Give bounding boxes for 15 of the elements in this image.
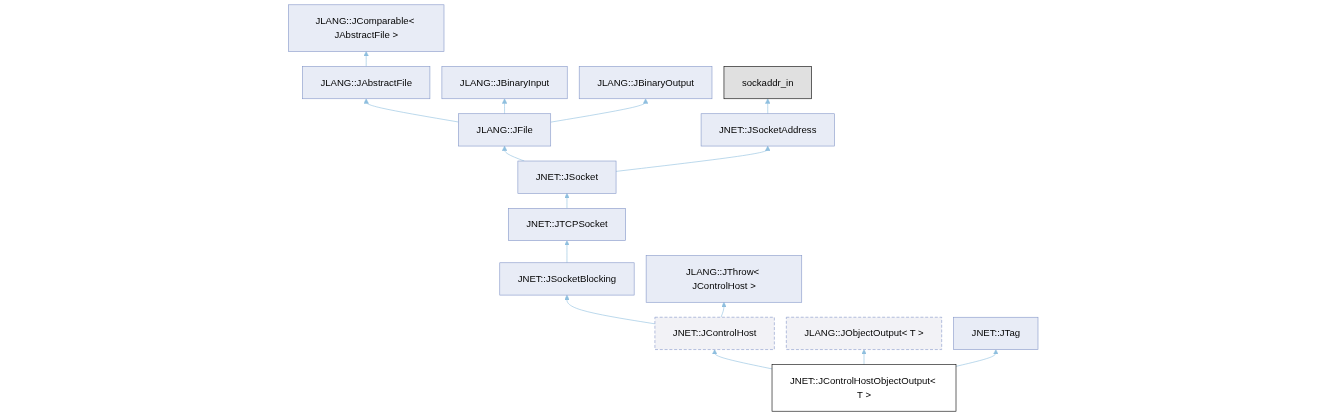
node-box: JLANG::JObjectOutput< T > xyxy=(785,316,942,350)
node-box: JLANG::JBinaryInput xyxy=(441,66,568,100)
node-box: JLANG::JThrow< JControlHost > xyxy=(645,255,802,303)
node-box: JLANG::JAbstractFile xyxy=(301,66,431,100)
node-box: JLANG::JComparable< JAbstractFile > xyxy=(287,4,445,52)
node-box: JNET::JTag xyxy=(953,316,1039,350)
node-box: JNET::JSocket xyxy=(517,160,617,194)
node-box: sockaddr_in xyxy=(723,66,812,100)
node-box: JNET::JControlHostObjectOutput< T > xyxy=(771,364,957,412)
node-box: JNET::JControlHost xyxy=(654,316,775,350)
node-box: JNET::JTCPSocket xyxy=(507,208,626,241)
node-box: JNET::JSocketBlocking xyxy=(499,262,635,296)
node-box: JLANG::JBinaryOutput xyxy=(578,66,713,100)
node-box: JLANG::JFile xyxy=(457,113,551,147)
node-box: JNET::JSocketAddress xyxy=(700,113,835,147)
